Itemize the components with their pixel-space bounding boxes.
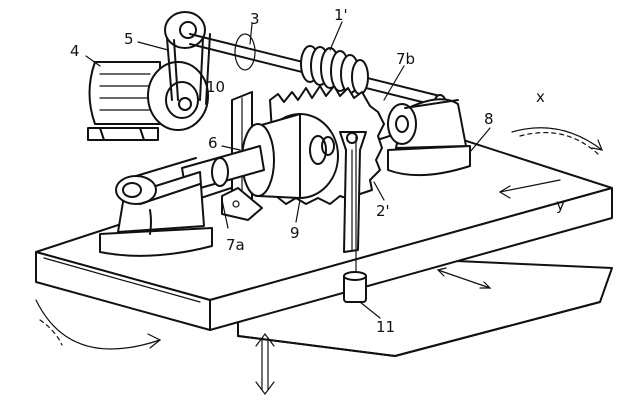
direction-arrow-y	[498, 179, 561, 199]
label-axis-y: y	[556, 196, 565, 214]
labels: 4 5 3 1' 10 7b 6 8 x y 9 2' 7a 11	[70, 6, 565, 336]
belt	[164, 11, 211, 105]
label-weight: 11	[376, 318, 395, 336]
workpiece-roller	[241, 113, 339, 199]
right-bearing	[387, 98, 471, 177]
label-pulley: 10	[206, 78, 225, 96]
worm	[300, 45, 369, 95]
weight-arm	[339, 131, 367, 303]
lower-plate-arrow	[436, 267, 492, 289]
rotation-arrow-x	[511, 127, 603, 155]
label-axis-x: x	[536, 88, 545, 106]
left-bearing	[99, 157, 213, 257]
label-base-right: 8	[484, 110, 494, 128]
label-pin: 7a	[226, 236, 245, 254]
label-belt: 5	[124, 30, 134, 48]
main-table	[35, 125, 613, 331]
label-gear-tag: 7b	[396, 50, 415, 68]
spindle	[181, 145, 265, 193]
label-motor: 4	[70, 42, 80, 60]
label-tool-holder: 6	[208, 134, 218, 152]
motor	[87, 61, 209, 141]
label-workpiece: 9	[290, 224, 300, 242]
label-gear-rack: 2'	[376, 202, 390, 220]
vertical-arrow	[255, 333, 275, 395]
rotation-arrow-left	[35, 299, 162, 350]
label-shaft: 3	[250, 10, 260, 28]
label-worm: 1'	[334, 6, 348, 24]
